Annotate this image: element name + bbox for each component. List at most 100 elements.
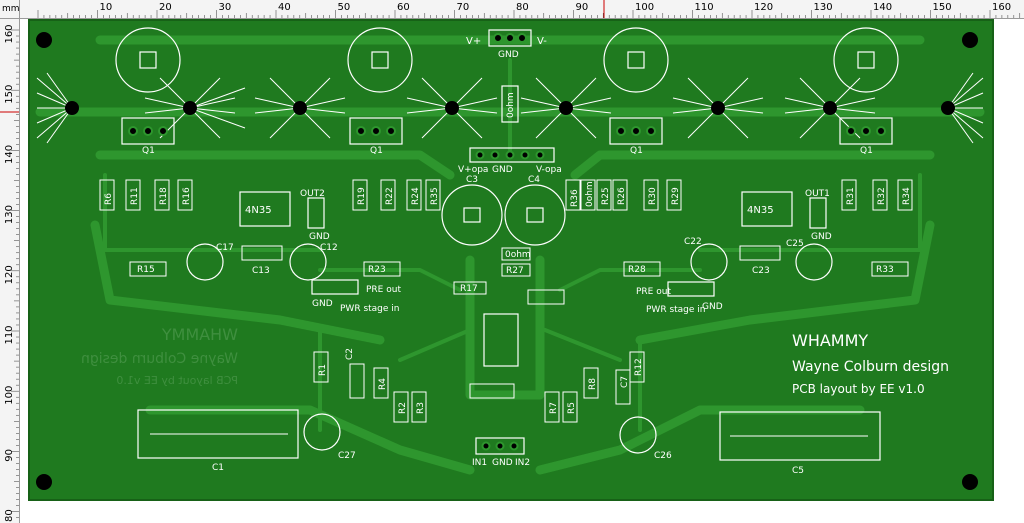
label-r33: R33 [876, 265, 894, 275]
board-layout-credit: PCB layout by EE v1.0 [792, 382, 925, 396]
ruler-left-label: 100 [4, 386, 15, 405]
label-r28: R28 [628, 265, 646, 275]
heatsink-rays [36, 72, 984, 144]
label-q1a: Q1 [142, 146, 155, 156]
label-r19: R19 [357, 187, 367, 205]
ruler-left-label: 150 [4, 85, 15, 104]
ruler-top-label: 20 [159, 2, 172, 13]
resistor-bodies [99, 179, 913, 423]
board-designer: Wayne Colburn design [792, 359, 949, 375]
label-gnd-pwr-right: GND [702, 302, 723, 312]
label-opto-left: 4N35 [245, 205, 272, 216]
ruler-left-label: 130 [4, 205, 15, 224]
ruler-left-label: 140 [4, 145, 15, 164]
opto-labels: 4N35 4N35 [245, 205, 774, 216]
label-vplus: V+ [466, 36, 481, 47]
ruler-top-label: 140 [873, 2, 892, 13]
label-r24: R24 [411, 187, 421, 205]
mirror-title: WHAMMY [162, 325, 238, 344]
label-vminus: V- [537, 36, 547, 47]
label-gnd-top: GND [498, 50, 519, 60]
power-capacitors-top [115, 27, 899, 93]
signal-traces [103, 58, 922, 432]
ruler-left-label: 110 [4, 325, 15, 344]
label-r22: R22 [385, 187, 395, 205]
label-r4: R4 [378, 378, 388, 390]
optocoupler-left [239, 191, 291, 227]
label-r31: R31 [846, 187, 856, 205]
label-c7: C7 [620, 376, 630, 388]
label-r30: R30 [648, 187, 658, 205]
ruler-corner: mm [0, 0, 20, 19]
mounting-holes [36, 32, 978, 490]
label-r27: R27 [506, 266, 524, 276]
label-opto-right: 4N35 [747, 205, 774, 216]
silk-labels: V+ V- [466, 36, 547, 47]
ohm-link-top [501, 85, 519, 123]
ruler-top-label: 160 [992, 2, 1011, 13]
label-vplus-opa: V+opa [458, 165, 488, 175]
pwr-connector-right [667, 281, 715, 297]
ruler-left [0, 18, 20, 523]
out1-connector [809, 197, 827, 229]
label-r1: R1 [318, 364, 328, 376]
optocoupler-right [741, 191, 793, 227]
label-gnd-pwr-left: GND [312, 299, 333, 309]
label-pwr-in-left: PWR stage in [340, 304, 400, 314]
ruler-left-label: 160 [4, 24, 15, 43]
ruler-unit: mm [2, 4, 20, 14]
label-r18: R18 [159, 187, 169, 205]
supply-caps-c3-c4 [441, 184, 566, 246]
label-r29: R29 [671, 187, 681, 205]
label-ohm-top: 0ohm [506, 92, 516, 118]
label-r2: R2 [398, 402, 408, 414]
label-r23: R23 [368, 265, 386, 275]
pwr-connector-left [311, 279, 359, 295]
ruler-top-label: 70 [457, 2, 470, 13]
label-r6: R6 [104, 193, 114, 205]
label-c27: C27 [338, 451, 356, 461]
label-q1c: Q1 [630, 146, 643, 156]
label-gnd-out1: GND [811, 232, 832, 242]
label-c23: C23 [752, 266, 770, 276]
label-r15: R15 [137, 265, 155, 275]
ruler-top-label: 80 [516, 2, 529, 13]
ruler-top [0, 0, 1024, 19]
power-connector [488, 29, 532, 47]
label-out1: OUT1 [805, 189, 830, 199]
ruler-left-label: 80 [4, 509, 15, 522]
label-c2: C2 [345, 348, 355, 360]
label-c4: C4 [528, 175, 540, 185]
input-cap-c1 [137, 409, 299, 459]
ruler-top-label: 40 [278, 2, 291, 13]
label-ohm-low: 0ohm [505, 250, 531, 260]
label-in2: IN2 [515, 458, 530, 468]
label-out2: OUT2 [300, 189, 325, 199]
label-c12: C12 [320, 243, 338, 253]
label-q1b: Q1 [370, 146, 383, 156]
ruler-top-label: 10 [100, 2, 113, 13]
mirror-designer: Wayne Colburn design [81, 351, 238, 367]
label-r11: R11 [130, 187, 140, 205]
label-r34: R34 [902, 187, 912, 205]
label-r3: R3 [416, 402, 426, 414]
label-c3: C3 [466, 175, 478, 185]
input-connector [475, 437, 525, 455]
label-r7: R7 [549, 402, 559, 414]
label-r17: R17 [460, 284, 478, 294]
label-r36: R36 [570, 189, 580, 207]
label-c25: C25 [786, 239, 804, 249]
label-r25: R25 [601, 187, 611, 205]
label-gnd-in: GND [492, 458, 513, 468]
input-cap-c5 [719, 411, 881, 461]
ruler-top-label: 120 [754, 2, 773, 13]
label-r32: R32 [877, 187, 887, 205]
transistor-packages [121, 117, 893, 145]
label-c22: C22 [684, 237, 702, 247]
label-pre-out-right: PRE out [636, 287, 671, 297]
label-vminus-opa: V-opa [536, 165, 562, 175]
mirrored-bottom-text: WHAMMY Wayne Colburn design PCB layout b… [81, 325, 238, 387]
